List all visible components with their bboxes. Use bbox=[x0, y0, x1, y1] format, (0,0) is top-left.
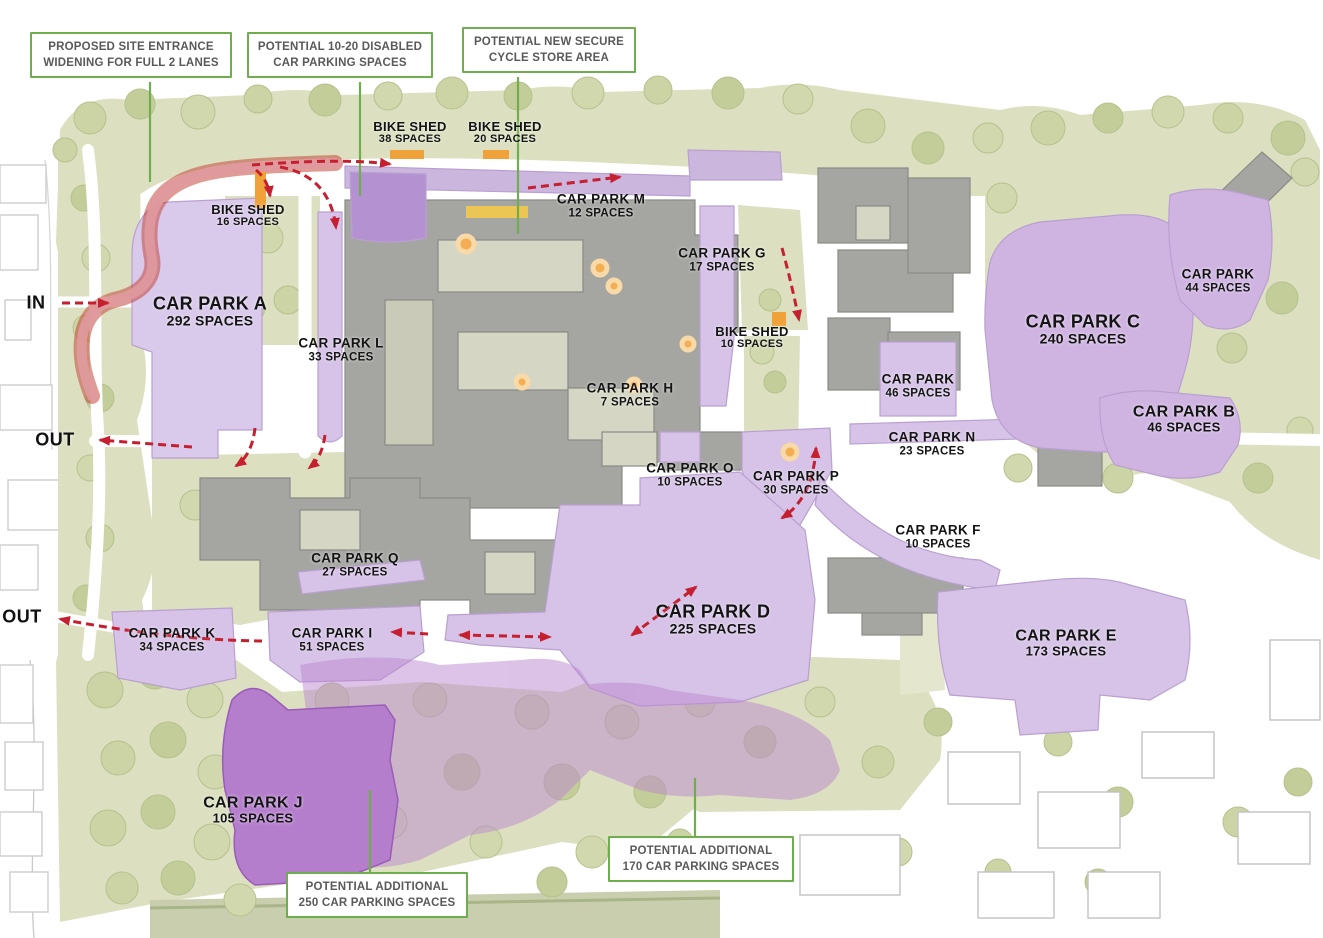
car-park-k-area bbox=[111, 607, 237, 691]
callout-leader-lines bbox=[148, 77, 697, 872]
car-park-46-area bbox=[879, 341, 957, 417]
callout-line: PROPOSED SITE ENTRANCE bbox=[48, 41, 214, 53]
callout-line: CYCLE STORE AREA bbox=[488, 52, 610, 65]
car-park-j-area bbox=[221, 687, 399, 886]
car-park-g-h-strip bbox=[699, 205, 735, 407]
car-park-p-double-arrow bbox=[780, 446, 821, 520]
entrance-curve-arrow bbox=[279, 165, 340, 230]
car-park-b-area bbox=[1099, 390, 1241, 479]
car-park-areas bbox=[111, 149, 1273, 736]
car-park-g-arrow bbox=[780, 247, 802, 322]
label-out-upper: OUT bbox=[35, 429, 75, 450]
proposed-entrance-route bbox=[73, 155, 343, 404]
car-park-i-arrow bbox=[390, 627, 429, 638]
callout-additional-170: POTENTIAL ADDITIONAL 170 CAR PARKING SPA… bbox=[608, 836, 794, 883]
disabled-parking-area bbox=[349, 171, 427, 243]
car-park-l-exit-arrow bbox=[307, 434, 327, 470]
out-lower-arrow bbox=[58, 615, 263, 643]
car-park-o-area bbox=[659, 431, 701, 463]
out-upper-arrow bbox=[98, 435, 193, 449]
corridor-double-arrow bbox=[458, 630, 552, 642]
callout-line: 170 CAR PARKING SPACES bbox=[622, 861, 780, 874]
car-park-q-area bbox=[297, 559, 426, 595]
callout-disabled-parking: POTENTIAL 10-20 DISABLED CAR PARKING SPA… bbox=[247, 32, 433, 79]
label-in: IN bbox=[26, 292, 46, 313]
buildings bbox=[199, 151, 1293, 637]
potential-170-area bbox=[560, 682, 840, 800]
entrance-short-arrow bbox=[255, 168, 274, 198]
callout-line: CAR PARKING SPACES bbox=[273, 57, 407, 70]
callout-line: POTENTIAL ADDITIONAL bbox=[305, 881, 449, 893]
car-park-f-strip bbox=[814, 476, 1001, 591]
car-park-44-area bbox=[1168, 188, 1273, 330]
cycle-store-marker bbox=[466, 206, 528, 218]
callout-site-entrance-widening: PROPOSED SITE ENTRANCE WIDENING FOR FULL… bbox=[30, 32, 232, 79]
callout-line: POTENTIAL NEW SECURE bbox=[473, 36, 625, 48]
callout-line: POTENTIAL 10-20 DISABLED bbox=[257, 41, 423, 53]
car-park-d-double-arrow bbox=[630, 585, 698, 637]
callout-line: WIDENING FOR FULL 2 LANES bbox=[43, 57, 219, 70]
car-park-m-area bbox=[687, 149, 783, 181]
traffic-flow-arrows bbox=[58, 157, 821, 643]
callout-line: 250 CAR PARKING SPACES bbox=[298, 897, 456, 910]
courtyard-trees bbox=[455, 233, 800, 462]
offsite-house-outlines bbox=[799, 639, 1321, 919]
car-park-a-exit-arrow bbox=[234, 427, 257, 468]
car-park-m-arrow bbox=[527, 173, 622, 190]
top-road-arrow bbox=[251, 157, 392, 168]
callout-line: POTENTIAL ADDITIONAL bbox=[629, 845, 773, 857]
callout-cycle-store: POTENTIAL NEW SECURE CYCLE STORE AREA bbox=[462, 27, 636, 74]
car-park-e-area bbox=[936, 577, 1191, 736]
callout-additional-250: POTENTIAL ADDITIONAL 250 CAR PARKING SPA… bbox=[286, 872, 468, 919]
car-park-l-area bbox=[317, 211, 343, 443]
label-out-lower: OUT bbox=[2, 606, 42, 627]
bike-shed-markers bbox=[255, 150, 786, 326]
